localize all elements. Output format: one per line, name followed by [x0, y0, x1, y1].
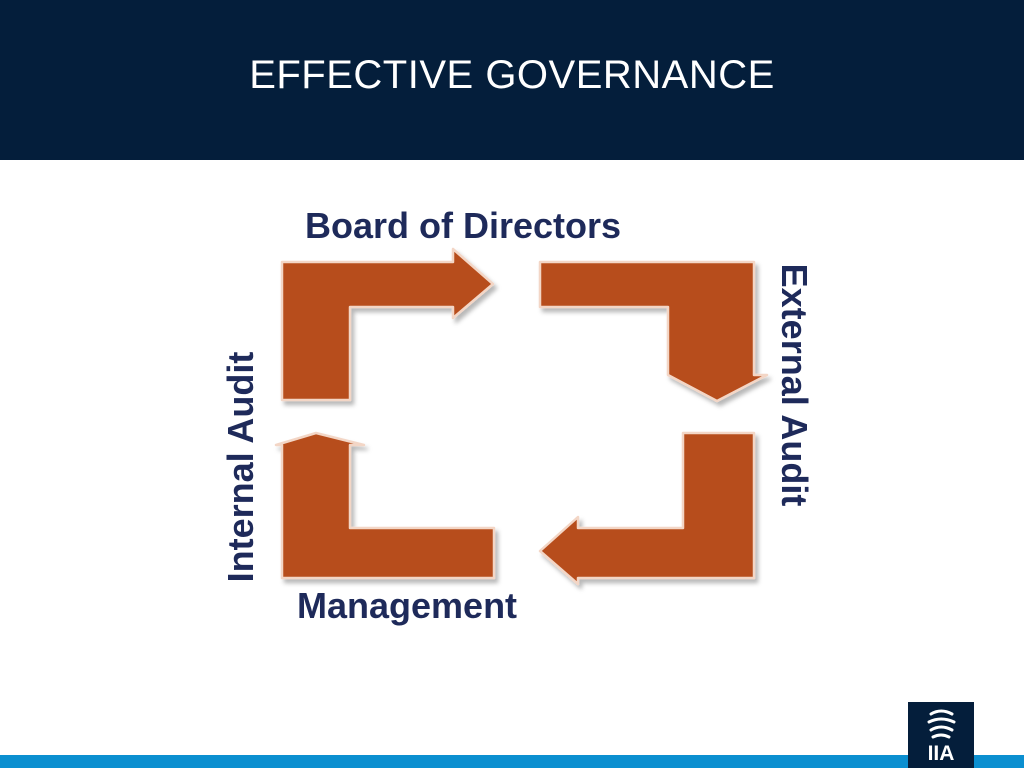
node-management: Management	[297, 585, 518, 626]
slide-header: EFFECTIVE GOVERNANCE	[0, 0, 1024, 160]
iia-logo: IIA	[908, 702, 974, 768]
logo-text: IIA	[927, 742, 955, 765]
slide-title: EFFECTIVE GOVERNANCE	[249, 53, 775, 97]
node-board-of-directors: Board of Directors	[305, 205, 622, 246]
node-internal-audit: Internal Audit	[220, 351, 261, 583]
arrow-internal-audit-to-board	[280, 247, 495, 402]
footer-bar	[0, 755, 1024, 768]
arrow-external-audit-to-management	[538, 431, 756, 586]
arrow-management-to-internal-audit	[274, 431, 496, 580]
arrow-board-to-external-audit	[538, 260, 769, 403]
iia-globe-icon	[927, 709, 956, 739]
node-external-audit: External Audit	[774, 263, 815, 507]
